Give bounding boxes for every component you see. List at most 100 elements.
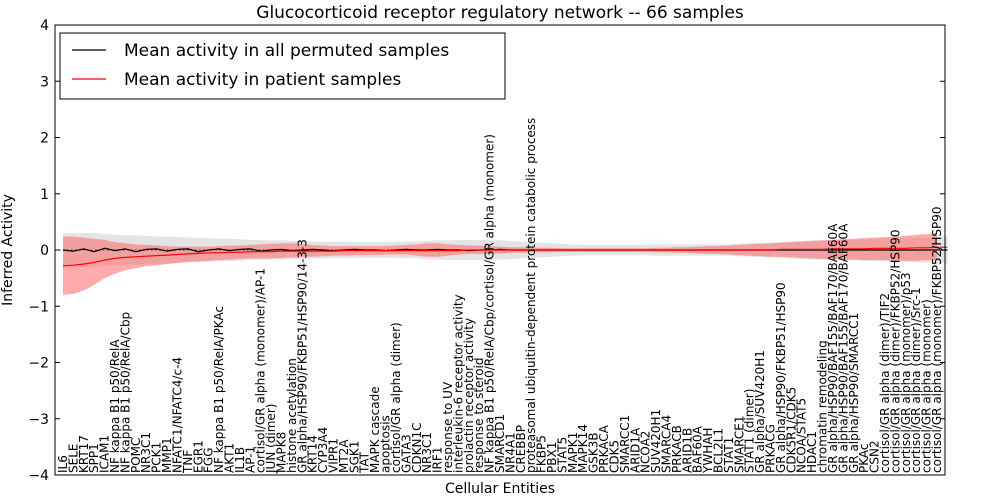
category-label: cortisol/GR alpha (monomer)/AP-1 <box>254 268 268 473</box>
category-label: PBX1 <box>545 442 559 473</box>
category-label: PKAc <box>857 444 871 474</box>
category-label: BAF60A <box>691 425 705 473</box>
category-label: apoptosis <box>379 415 393 473</box>
category-label: MAPK cascade <box>368 386 382 473</box>
category-label: FGG <box>202 448 216 474</box>
category-label: POMC <box>129 438 143 473</box>
category-label: IL6 <box>56 455 70 473</box>
y-tick-label: 0 <box>40 243 49 259</box>
category-label: NF kappa B1 p50/RelA/Cbp <box>118 312 132 473</box>
category-label: NR4A1 <box>503 432 517 473</box>
category-label: NR3C1 <box>420 432 434 473</box>
y-tick-label: −1 <box>28 299 49 315</box>
category-label: MMP1 <box>160 437 174 473</box>
series-line-1 <box>62 246 948 267</box>
y-axis-ticks: −4 −3 −2 −1 0 1 2 3 4 <box>28 18 945 484</box>
category-label: PRKACB <box>670 425 684 473</box>
category-label: proteasomal ubiquitin-dependent protein … <box>524 118 538 473</box>
category-label: interleukin-6 receptor activity <box>451 294 465 473</box>
y-tick-label: −2 <box>28 356 49 372</box>
category-label: cortisol/GR alpha (dimer)/Src-1 <box>909 287 923 473</box>
category-label: JUN (dimer) <box>264 404 278 474</box>
category-label: response to steroid <box>472 358 486 473</box>
band-series-1 <box>63 233 937 295</box>
category-label: TAT <box>358 451 372 474</box>
category-label: SGK1 <box>347 441 361 473</box>
category-label: KRT14 <box>306 435 320 473</box>
category-label: NF kappa B1 p50/RelA/PKAc <box>212 306 226 473</box>
category-label: AKT1 <box>223 443 237 473</box>
category-label: NF kappa B1 p50/RelA/Cbp/cortisol/GR alp… <box>483 134 497 473</box>
category-label: CREBBP <box>514 425 528 473</box>
legend-box <box>59 32 506 100</box>
category-label: chromatin remodeling <box>816 340 830 473</box>
category-label: KRT17 <box>77 435 91 473</box>
category-label: SPP1 <box>87 443 101 473</box>
category-label: NF kappa B1 p50/RelA <box>108 339 122 473</box>
category-label: PCK1 <box>150 442 164 473</box>
category-label: GR alpha/SUV420H1 <box>753 350 767 473</box>
category-label: MAPK14 <box>576 424 590 473</box>
category-label: cortisol/GR alpha (monomer)/FKBP52/HSP90 <box>930 206 944 473</box>
category-label: MAPK8 <box>275 432 289 473</box>
category-label: NFATC1/NFATC4/c-4 <box>171 357 185 473</box>
category-label: GATA3 <box>399 434 413 473</box>
category-label: cortisol/GR alpha (monomer) <box>920 299 934 473</box>
category-label: AP-1 <box>243 446 257 473</box>
category-label: IL1B <box>233 447 247 473</box>
y-tick-label: 2 <box>40 131 49 147</box>
category-label: NCOA2 <box>639 431 653 473</box>
category-label: cortisol/GR alpha (dimer)/FKBP52/HSP90 <box>888 230 902 473</box>
category-label: STAT1 <box>722 437 736 473</box>
category-label: CDKN1C <box>410 423 424 473</box>
y-axis-label: Inferred Activity <box>0 194 16 306</box>
category-label: ARID1B <box>680 428 694 473</box>
category-label: HDAC1 <box>805 431 819 473</box>
category-label: NR3C1 <box>139 432 153 473</box>
category-label: STAT1 (dimer) <box>743 389 757 473</box>
category-label: TNF <box>181 450 195 474</box>
category-label: EGR1 <box>191 440 205 473</box>
y-tick-label: 1 <box>40 187 49 203</box>
category-label: PRKACG <box>764 424 778 473</box>
category-label: SMARCE1 <box>732 415 746 473</box>
category-label: STAT5 <box>555 437 569 473</box>
legend-label-permuted: Mean activity in all permuted samples <box>124 41 449 61</box>
category-label: GR alpha/HSP90/FKBP51/HSP90/14-3-3 <box>295 239 309 473</box>
category-label: GR alpha/HSP90/SMARCC1 <box>847 313 861 473</box>
y-tick-label: −3 <box>28 412 49 428</box>
category-label: MAPK1 <box>566 432 580 473</box>
category-label: MT2A <box>337 439 351 473</box>
x-axis-label: Cellular Entities <box>445 481 555 497</box>
category-label: FKBP5 <box>535 435 549 473</box>
category-label: SMARCA4 <box>660 415 674 473</box>
category-label: CDK5 <box>608 440 622 473</box>
y-tick-label: 4 <box>40 18 49 34</box>
category-label: ICAM1 <box>98 435 112 473</box>
category-label: GR alpha/HSP90/BAF155/BAF170/BAF60A <box>826 223 840 473</box>
category-label: GR alpha/HSP90/FKBP51/HSP90 <box>774 282 788 473</box>
chart-title: Glucocorticoid receptor regulatory netwo… <box>256 3 744 23</box>
category-label: prolactin receptor activity <box>462 318 476 473</box>
y-tick-label: 3 <box>40 74 49 90</box>
y-tick-label: −4 <box>28 468 49 484</box>
category-label: GSK3B <box>587 432 601 473</box>
category-label: ARID1A <box>628 427 642 473</box>
category-label: CYP3A4 <box>316 427 330 473</box>
category-label: CSN2 <box>868 440 882 473</box>
category-label: NCOA/STAT5 <box>795 398 809 473</box>
category-label: SELE <box>66 444 80 473</box>
category-label: VIPR1 <box>327 438 341 473</box>
category-label: cortisol/GR alpha (dimer) <box>389 322 403 473</box>
category-label: SMARCD1 <box>493 414 507 473</box>
category-label: YWHAH <box>701 428 715 474</box>
legend-label-patient: Mean activity in patient samples <box>124 70 401 90</box>
category-label: IRF1 <box>431 447 445 473</box>
category-label: response to UV <box>441 381 455 473</box>
category-label: cortisol/GR alpha (dimer)/TIF2 <box>878 293 892 473</box>
category-label: GR alpha/HSP90/BAF155/BAF170/BAF60A <box>836 223 850 473</box>
category-label: cortisol/GR alpha (monomer)/p53 <box>899 272 913 473</box>
